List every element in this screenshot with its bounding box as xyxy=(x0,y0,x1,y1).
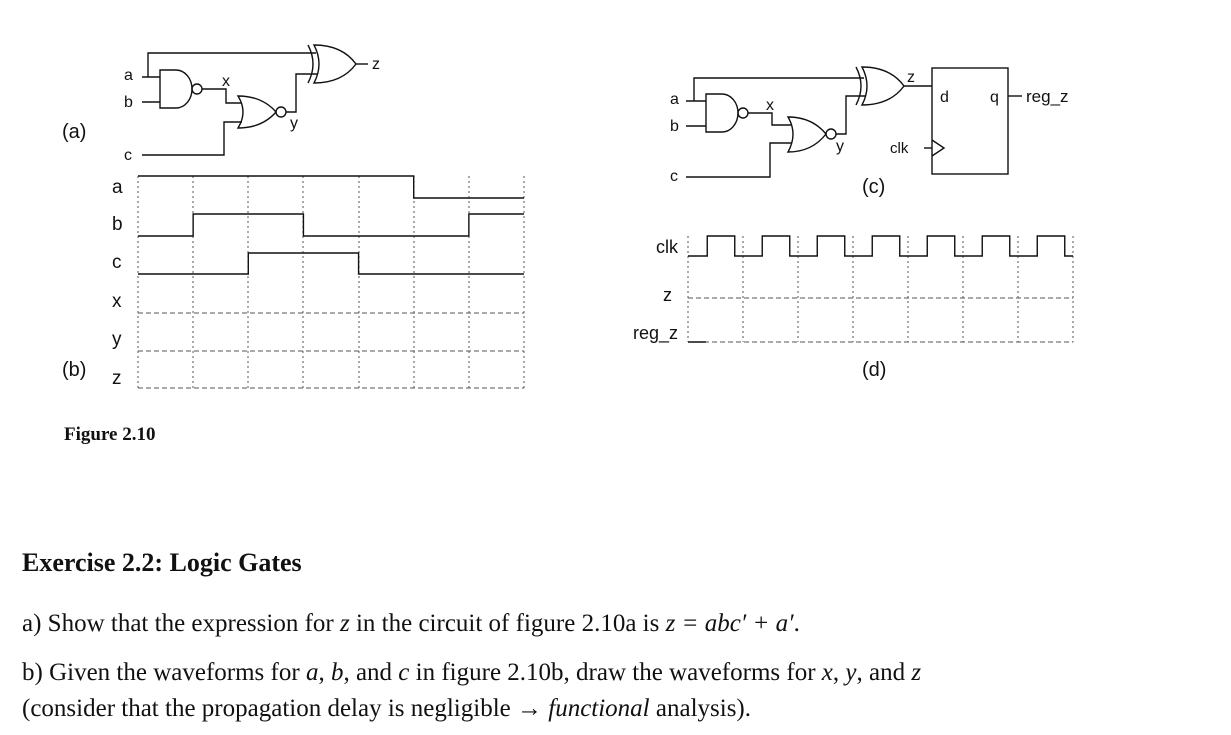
panel-label-d: (d) xyxy=(862,359,886,381)
clock-triangle xyxy=(931,139,946,157)
a-node-x: x xyxy=(222,73,230,90)
a-node-y: y xyxy=(290,115,298,132)
a-input-c: c xyxy=(124,147,132,164)
wave-a xyxy=(138,175,524,199)
circuit-c xyxy=(686,66,1022,178)
b-signal-y: y xyxy=(112,329,122,350)
a-input-b: b xyxy=(124,94,133,111)
b-signal-a: a xyxy=(112,177,123,198)
ff-port-q: q xyxy=(990,89,999,106)
question-a: a) Show that the expression for z in the… xyxy=(22,610,800,637)
nor-bubble-c xyxy=(825,128,837,140)
nor-gate xyxy=(236,95,277,129)
a-input-a: a xyxy=(124,67,133,84)
waveforms-b xyxy=(137,175,525,389)
xor-gate-c xyxy=(860,66,905,106)
c-input-c: c xyxy=(670,168,678,185)
c-node-z: z xyxy=(907,69,915,86)
figure-caption: Figure 2.10 xyxy=(64,424,156,445)
b-signal-x: x xyxy=(112,291,122,312)
xor-gate xyxy=(312,44,357,84)
waveforms-d xyxy=(687,235,1074,343)
b-signal-c: c xyxy=(112,252,122,273)
d-signal-clk: clk xyxy=(656,237,679,257)
panel-label-c: (c) xyxy=(862,176,885,198)
nand-bubble xyxy=(191,83,203,95)
d-flip-flop xyxy=(931,67,1009,175)
nand-gate-c xyxy=(705,93,739,133)
wave-clk xyxy=(688,235,1073,257)
xor-gate-arc xyxy=(307,44,314,84)
nor-bubble xyxy=(275,106,287,118)
panel-label-b: (b) xyxy=(62,359,86,381)
question-b: b) Given the waveforms for a, b, and c i… xyxy=(22,659,922,722)
panel-label-a: (a) xyxy=(62,121,86,143)
wave-c xyxy=(138,252,524,275)
nor-gate-c xyxy=(786,116,827,153)
d-signal-reg-z: reg_z xyxy=(633,323,678,344)
c-node-y: y xyxy=(836,138,844,155)
b-signal-b: b xyxy=(112,214,123,235)
nand-bubble-c xyxy=(737,107,749,119)
figure-2-10: a b c x y z (a) a b c x y z (b) a b c x … xyxy=(62,44,1074,389)
a-output-z: z xyxy=(372,56,380,73)
xor-gate-c-arc xyxy=(855,66,862,106)
exercise-title: Exercise 2.2: Logic Gates xyxy=(22,548,302,577)
circuit-a xyxy=(142,44,368,156)
c-input-a: a xyxy=(670,91,679,108)
nand-gate xyxy=(159,69,193,109)
wave-b xyxy=(138,213,524,237)
c-node-x: x xyxy=(766,97,774,114)
b-signal-z: z xyxy=(112,368,122,389)
d-signal-z: z xyxy=(663,285,672,305)
ff-port-clk: clk xyxy=(890,140,909,157)
ff-port-d: d xyxy=(940,89,949,106)
c-output-reg-z: reg_z xyxy=(1026,87,1069,106)
c-input-b: b xyxy=(670,118,679,135)
